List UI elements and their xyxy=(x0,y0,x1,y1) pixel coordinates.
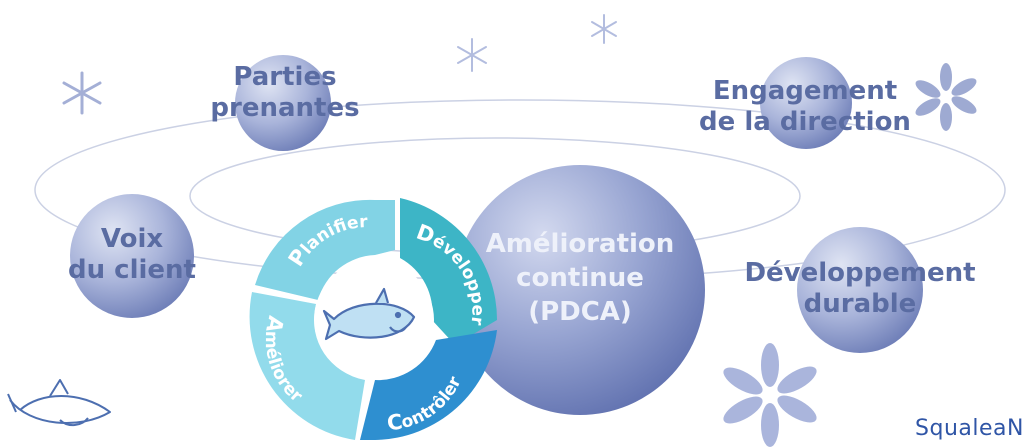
segment-do xyxy=(400,198,498,345)
label-line: Parties xyxy=(233,62,337,92)
bubble-sustainable xyxy=(797,227,923,353)
label-continuous-improvement: Amélioration continue (PDCA) xyxy=(460,228,700,329)
label-line: continue xyxy=(516,262,644,293)
label-line: prenantes xyxy=(210,93,360,124)
label-customer-voice: Voix du client xyxy=(52,224,212,286)
label-line: de la direction xyxy=(699,107,911,138)
label-line: (PDCA) xyxy=(528,296,632,327)
brand-name: Squalea xyxy=(915,416,1008,441)
bubble-continuous-improvement xyxy=(455,165,705,415)
segment-check xyxy=(360,330,497,440)
segment-plan xyxy=(255,199,395,300)
snowflake-icon xyxy=(723,343,817,447)
bubble-stakeholders xyxy=(235,55,331,151)
label-sustainable: Développement durable xyxy=(725,258,995,320)
label-stakeholders: Parties prenantes xyxy=(200,62,370,124)
bubble-leadership xyxy=(760,57,852,149)
segment-act xyxy=(249,292,365,440)
label-line: Voix xyxy=(100,224,164,254)
label-line: durable xyxy=(803,289,917,320)
label-line: Amélioration xyxy=(485,229,675,259)
snowflake-icon xyxy=(591,14,617,44)
shark-icon xyxy=(7,379,111,426)
label-line: Développement xyxy=(744,258,976,288)
snowflake-icon xyxy=(457,38,487,72)
snowflake-icon xyxy=(62,71,102,115)
brand-mark: N xyxy=(1007,416,1024,441)
label-leadership: Engagement de la direction xyxy=(680,76,930,138)
bubble-customer-voice xyxy=(70,194,194,318)
pdca-initial: A xyxy=(261,314,288,336)
snowflake-icon xyxy=(915,63,977,131)
label-line: du client xyxy=(68,255,196,286)
brand-logo: SqualeaN xyxy=(915,416,1024,441)
shark-icon xyxy=(322,287,416,341)
label-line: Engagement xyxy=(712,76,898,106)
pdca-initial: C xyxy=(386,410,404,436)
